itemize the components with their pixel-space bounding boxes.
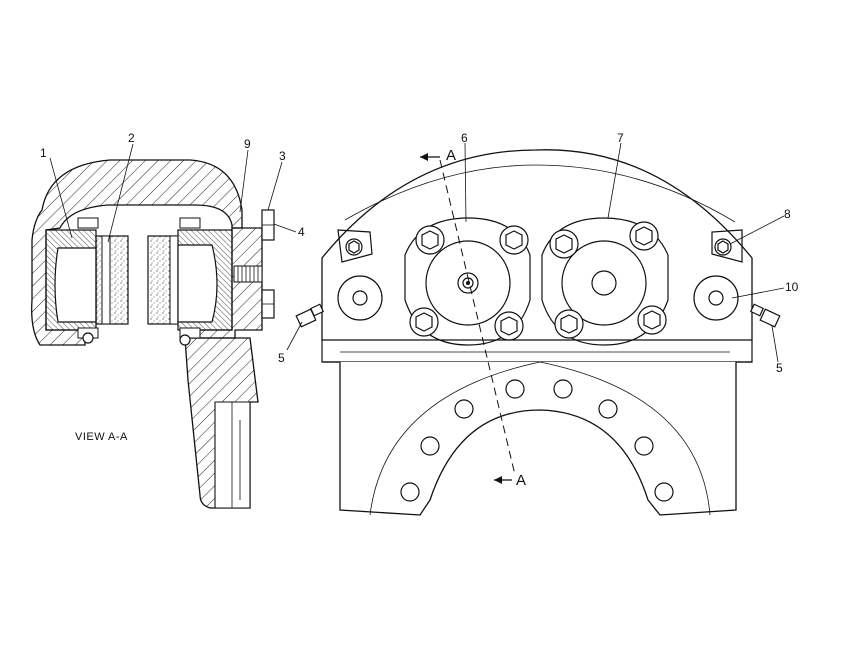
label-2: 2 — [128, 131, 135, 145]
cover-bolts — [409, 221, 667, 341]
label-9: 9 — [244, 137, 251, 151]
bleeder-screw-section — [233, 265, 263, 283]
caliper-upper-plate — [321, 149, 753, 341]
bleeder-fitting-left — [295, 303, 325, 328]
section-line-a-a — [439, 159, 516, 476]
bracket-holes — [400, 379, 674, 502]
piston-cover-left — [404, 217, 531, 346]
label-4: 4 — [298, 225, 305, 239]
section-mark-a-bottom: A — [516, 472, 526, 489]
bleeder-fitting-right — [749, 303, 781, 328]
label-7: 7 — [617, 131, 624, 145]
label-5-right: 5 — [776, 361, 783, 375]
mounting-bracket — [322, 361, 752, 516]
section-view-a-a: VIEW A-A — [31, 159, 275, 509]
label-1: 1 — [40, 146, 47, 160]
view-a-a-caption: VIEW A-A — [75, 431, 128, 443]
label-6: 6 — [461, 131, 468, 145]
label-3: 3 — [279, 149, 286, 163]
section-leaders — [49, 143, 297, 243]
arm-plate — [214, 401, 251, 509]
piston-cover-right — [541, 217, 669, 346]
section-mark-a-top: A — [446, 147, 456, 164]
left-piston — [54, 247, 97, 323]
left-friction-pad — [95, 235, 129, 325]
front-leaders — [286, 142, 785, 363]
label-10: 10 — [785, 280, 799, 294]
caliper-body-section — [31, 159, 243, 346]
right-piston — [177, 244, 218, 323]
label-5-left: 5 — [278, 351, 285, 365]
caliper-front-view — [295, 149, 781, 516]
label-8: 8 — [784, 207, 791, 221]
